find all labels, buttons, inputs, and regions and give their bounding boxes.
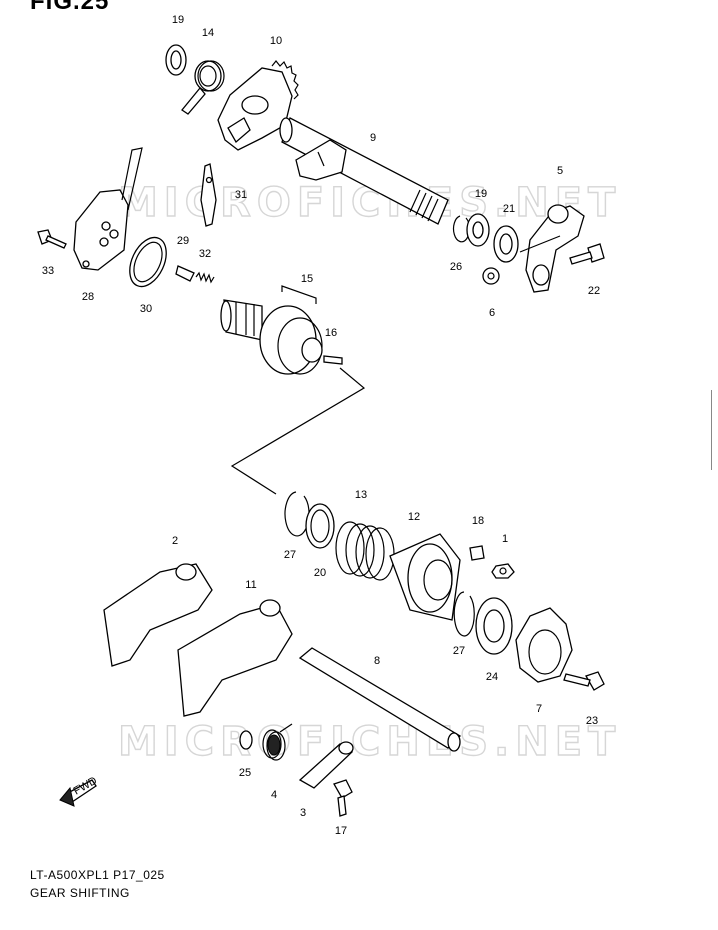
callout-17: 17 bbox=[335, 825, 347, 837]
part-19-washer-mid[interactable] bbox=[466, 213, 490, 247]
part-15-gearshift-cam[interactable] bbox=[220, 299, 323, 375]
callout-13: 13 bbox=[355, 489, 367, 501]
part-8-fork-shaft[interactable] bbox=[298, 647, 462, 752]
part-24-bearing[interactable] bbox=[475, 597, 513, 655]
callout-12: 12 bbox=[408, 511, 420, 523]
part-30-o-ring[interactable] bbox=[123, 232, 174, 293]
part-28-shaft-cover[interactable] bbox=[73, 147, 143, 271]
callout-4: 4 bbox=[271, 789, 277, 801]
part-17-bolt[interactable] bbox=[333, 779, 353, 817]
part-23-bolt[interactable] bbox=[563, 671, 605, 691]
assembly-leader-lines bbox=[230, 285, 366, 495]
callout-21: 21 bbox=[503, 203, 515, 215]
callout-15: 15 bbox=[301, 273, 313, 285]
callout-24: 24 bbox=[486, 671, 498, 683]
part-1-nut[interactable] bbox=[491, 563, 515, 579]
callout-5: 5 bbox=[557, 165, 563, 177]
part-21-bearing[interactable] bbox=[493, 225, 519, 263]
callout-33: 33 bbox=[42, 265, 54, 277]
callout-27: 27 bbox=[284, 549, 296, 561]
callout-20: 20 bbox=[314, 567, 326, 579]
callout-19: 19 bbox=[172, 14, 184, 26]
callout-16: 16 bbox=[325, 327, 337, 339]
part-25-washer[interactable] bbox=[239, 730, 253, 750]
part-11-shift-fork[interactable] bbox=[177, 599, 293, 717]
part-20-washer[interactable] bbox=[305, 503, 335, 549]
callout-11: 11 bbox=[245, 579, 256, 591]
part-9-gearshift-shaft[interactable] bbox=[279, 117, 449, 225]
callout-31: 31 bbox=[235, 189, 247, 201]
callout-32: 32 bbox=[199, 248, 211, 260]
callout-28: 28 bbox=[82, 291, 94, 303]
callout-25: 25 bbox=[239, 767, 251, 779]
figure-title: FIG.25 bbox=[30, 0, 110, 15]
part-16-pin[interactable] bbox=[323, 355, 343, 365]
callout-10: 10 bbox=[270, 35, 282, 47]
part-2-shift-fork[interactable] bbox=[103, 563, 213, 667]
part-19-washer-top[interactable] bbox=[165, 44, 187, 76]
watermark-bottom: MICROFICHES.NET bbox=[118, 719, 621, 765]
callout-22: 22 bbox=[588, 285, 600, 297]
callout-27: 27 bbox=[453, 645, 465, 657]
part-6-roller[interactable] bbox=[482, 267, 500, 285]
callout-6: 6 bbox=[489, 307, 495, 319]
part-18-screw[interactable] bbox=[469, 545, 485, 561]
part-7-pawl-gear[interactable] bbox=[515, 607, 573, 683]
part-27-circlip-a[interactable] bbox=[284, 491, 310, 537]
part-14-spring[interactable] bbox=[181, 60, 225, 115]
part-31-clip[interactable] bbox=[200, 163, 217, 227]
model-code-caption: LT-A500XPL1 P17_025 bbox=[30, 868, 165, 882]
callout-30: 30 bbox=[140, 303, 152, 315]
callout-29: 29 bbox=[177, 235, 189, 247]
part-33-bolt[interactable] bbox=[37, 229, 67, 249]
part-callouts: 1234567891011121314151617181919202122232… bbox=[42, 14, 600, 837]
part-22-bolt[interactable] bbox=[569, 243, 605, 265]
part-10-shift-arm[interactable] bbox=[217, 60, 299, 151]
figure-name-caption: GEAR SHIFTING bbox=[30, 886, 130, 900]
callout-14: 14 bbox=[202, 27, 214, 39]
callout-18: 18 bbox=[472, 515, 484, 527]
part-5-stopper-arm[interactable] bbox=[519, 204, 585, 293]
callout-19: 19 bbox=[475, 188, 487, 200]
part-3-link-arm[interactable] bbox=[298, 741, 354, 789]
part-4-spring[interactable] bbox=[262, 723, 293, 761]
callout-1: 1 bbox=[502, 533, 508, 545]
callout-9: 9 bbox=[370, 132, 376, 144]
part-13-spring[interactable] bbox=[335, 521, 395, 581]
callout-2: 2 bbox=[172, 535, 178, 547]
part-27-circlip-b[interactable] bbox=[453, 591, 475, 637]
callout-3: 3 bbox=[300, 807, 306, 819]
part-29-pin[interactable] bbox=[175, 265, 195, 282]
part-32-spring[interactable] bbox=[195, 271, 215, 284]
page-edge-mark bbox=[711, 390, 718, 470]
callout-23: 23 bbox=[586, 715, 598, 727]
callout-7: 7 bbox=[536, 703, 542, 715]
svg-text:FWD: FWD bbox=[72, 775, 100, 798]
part-12-drum[interactable] bbox=[389, 533, 461, 621]
forward-direction-arrow: FWD bbox=[59, 775, 100, 807]
callout-26: 26 bbox=[450, 261, 462, 273]
callout-8: 8 bbox=[374, 655, 380, 667]
